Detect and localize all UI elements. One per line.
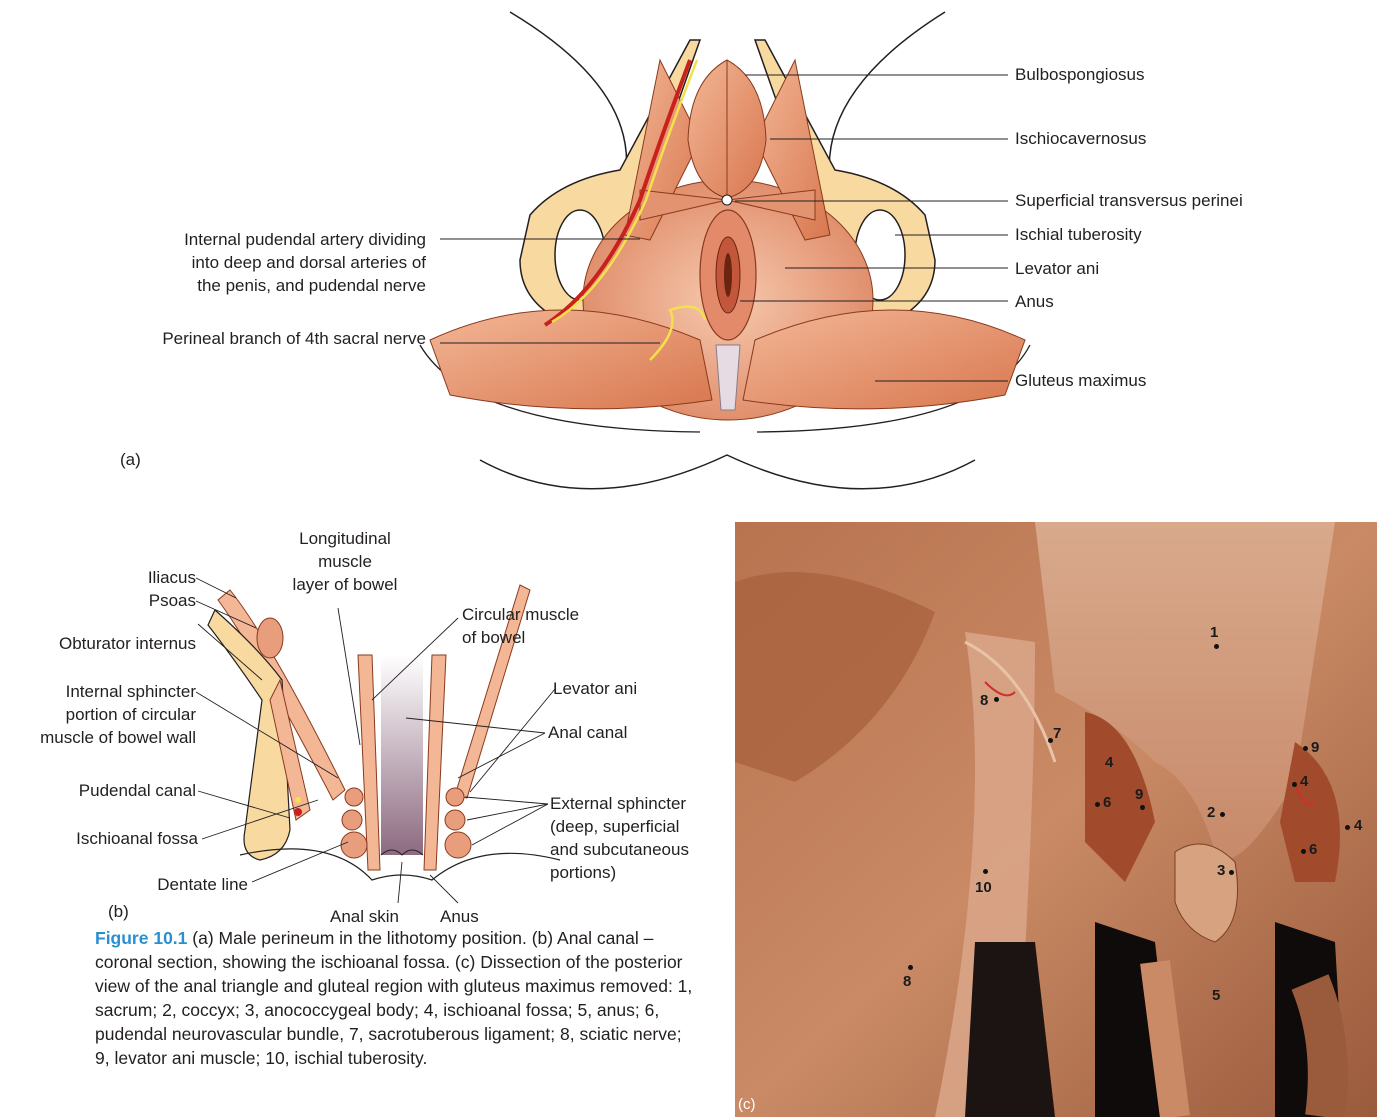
photo-label-9a: 9 [1135, 786, 1143, 803]
label-longitudinal-2: muscle [290, 550, 400, 573]
label-dentate-line: Dentate line [0, 873, 248, 896]
label-longitudinal-3: layer of bowel [280, 573, 410, 596]
label-obturator: Obturator internus [20, 632, 196, 655]
photo-label-10: 10 [975, 879, 992, 896]
photo-label-6a: 6 [1103, 794, 1111, 811]
photo-dot-10 [983, 869, 988, 874]
label-internal-sphincter-1: Internal sphincter [0, 680, 196, 703]
label-external-4: portions) [550, 861, 616, 884]
photo-label-3: 3 [1217, 862, 1225, 879]
photo-dot-6a [1095, 802, 1100, 807]
panel-c-letter: (c) [738, 1096, 756, 1113]
label-external-2: (deep, superficial [550, 815, 679, 838]
photo-label-8a: 8 [980, 692, 988, 709]
photo-label-9b: 9 [1311, 739, 1319, 756]
photo-label-7: 7 [1053, 725, 1061, 742]
label-anal-canal: Anal canal [548, 721, 627, 744]
label-internal-sphincter-2: portion of circular [0, 703, 196, 726]
photo-dot-4b [1292, 782, 1297, 787]
label-circular-1: Circular muscle [462, 603, 579, 626]
photo-label-4b: 4 [1300, 773, 1308, 790]
dissection-photo-art [735, 522, 1377, 1117]
photo-label-1: 1 [1210, 624, 1218, 641]
label-psoas: Psoas [40, 589, 196, 612]
label-external-3: and subcutaneous [550, 838, 689, 861]
photo-dot-8a [994, 697, 999, 702]
photo-label-8b: 8 [903, 973, 911, 990]
photo-dot-4c [1345, 825, 1350, 830]
figure-caption: Figure 10.1 (a) Male perineum in the lit… [95, 926, 695, 1070]
photo-dot-8b [908, 965, 913, 970]
label-ischioanal-fossa: Ischioanal fossa [0, 827, 198, 850]
panel-b-letter: (b) [108, 902, 129, 922]
caption-text: (a) Male perineum in the lithotomy posit… [95, 928, 692, 1068]
label-iliacus: Iliacus [40, 566, 196, 589]
label-levator-ani-b: Levator ani [553, 677, 637, 700]
dissection-photo: 1 2 3 4 4 4 5 6 6 7 8 8 9 9 10 (c) [735, 522, 1377, 1117]
photo-dot-9a [1140, 805, 1145, 810]
figure-label: Figure 10.1 [95, 928, 187, 948]
photo-dot-1 [1214, 644, 1219, 649]
label-longitudinal-1: Longitudinal [290, 527, 400, 550]
label-circular-2: of bowel [462, 626, 525, 649]
photo-label-4a: 4 [1105, 754, 1113, 771]
photo-dot-6b [1301, 849, 1306, 854]
photo-label-6b: 6 [1309, 841, 1317, 858]
photo-dot-3 [1229, 870, 1234, 875]
photo-label-4c: 4 [1354, 817, 1362, 834]
label-anus-b: Anus [440, 905, 479, 928]
photo-label-2: 2 [1207, 804, 1215, 821]
label-external-1: External sphincter [550, 792, 686, 815]
label-internal-sphincter-3: muscle of bowel wall [0, 726, 196, 749]
photo-dot-7 [1048, 738, 1053, 743]
photo-dot-9b [1303, 746, 1308, 751]
photo-label-5: 5 [1212, 987, 1220, 1004]
photo-dot-2 [1220, 812, 1225, 817]
label-anal-skin: Anal skin [330, 905, 399, 928]
label-pudendal-canal: Pudendal canal [0, 779, 196, 802]
